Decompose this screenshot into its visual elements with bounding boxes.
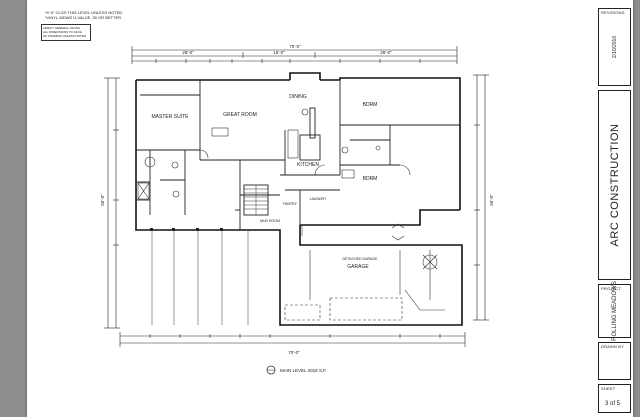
sheet-cell: SHEET 3 of 5	[598, 384, 631, 413]
sheet-number: 3 of 5	[605, 401, 621, 407]
room-label-great-room: GREAT ROOM	[223, 112, 257, 118]
dim-top-segment: 28'-0"	[182, 50, 194, 55]
drawing-title: MAIN LEVEL 2018 S.F.	[280, 368, 327, 373]
general-note-windows: *VINYL WDWS U-VALUE .30 OR BETTER	[45, 15, 122, 20]
garage-note: DETACHED GARAGE	[343, 257, 379, 261]
revisions-cell: REVISIONS 2/10/2016	[598, 8, 631, 86]
room-label-laundry: LAUNDRY	[310, 197, 327, 201]
room-label-dining: DINING	[289, 94, 307, 100]
room-label-garage: GARAGE	[347, 264, 369, 270]
general-note-ceiling: *9'-0" CLGS THIS LEVEL UNLESS NOTED	[45, 10, 123, 15]
room-label-bedroom-1: BDRM	[363, 102, 378, 108]
room-label-bedroom-2: BDRM	[363, 176, 378, 182]
project-label: PROJECT	[601, 286, 622, 291]
drawn-by-label: DRAWN BY	[601, 344, 625, 349]
project-name: ROLLING MEADOWS	[611, 281, 618, 341]
dim-top-segment: 16'-0"	[273, 50, 285, 55]
notes-box-line: VERIFY GENERAL NOTES	[43, 26, 81, 30]
room-label-pantry: PANTRY	[283, 202, 298, 206]
revision-date: 2/10/2016	[611, 35, 618, 59]
dim-top-segment: 26'-0"	[380, 50, 392, 55]
notes-box-line: OF FRAMING UNLESS NOTED	[43, 34, 87, 38]
revisions-label: REVISIONS	[601, 10, 625, 15]
notes-box-line: ALL DIMENSIONS TO FACE	[43, 30, 82, 34]
title-block: REVISIONS 2/10/2016 ARC CONSTRUCTION PRO…	[598, 8, 631, 413]
room-label-master-suite: MASTER SUITE	[152, 114, 190, 120]
dim-overall-top: 70'-0"	[289, 44, 301, 49]
dim-overall-right: 56'-0"	[489, 194, 494, 206]
project-cell: PROJECT ROLLING MEADOWS	[598, 281, 631, 341]
room-label-kitchen: KITCHEN	[297, 162, 319, 168]
dim-overall-left: 56'-0"	[100, 194, 105, 206]
drawing-sheet	[27, 0, 633, 417]
dim-overall-bottom: 70'-0"	[288, 350, 300, 355]
notes-box: VERIFY GENERAL NOTES ALL DIMENSIONS TO F…	[41, 24, 91, 41]
company-cell: ARC CONSTRUCTION	[598, 90, 631, 280]
company-name: ARC CONSTRUCTION	[608, 123, 621, 247]
sheet-label: SHEET	[601, 386, 616, 391]
room-label-mud-room: MUD ROOM	[260, 219, 280, 223]
drawn-by-cell: DRAWN BY	[598, 342, 631, 380]
